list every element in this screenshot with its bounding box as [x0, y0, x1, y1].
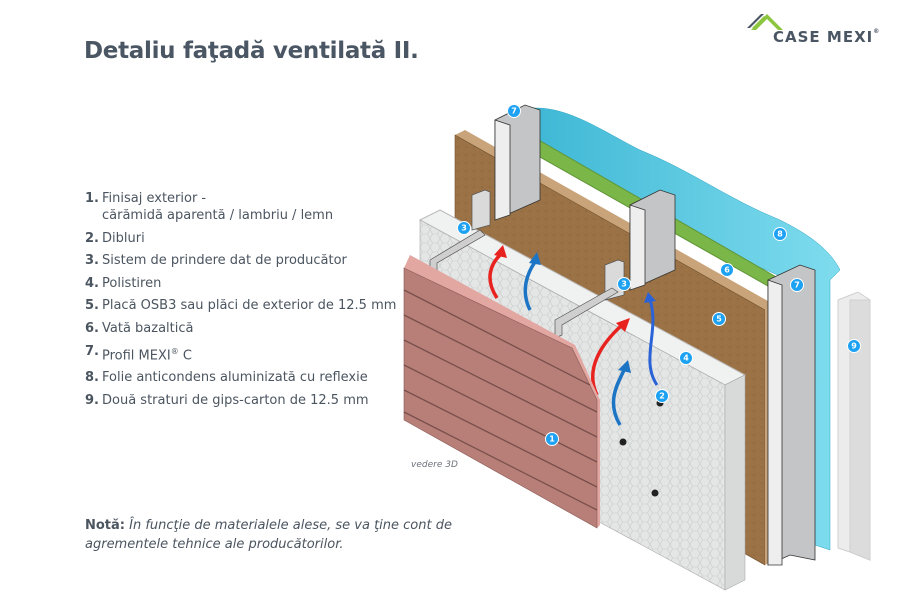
- legend-label: Finisaj exterior - cărămidă aparentă / l…: [102, 191, 334, 223]
- legend-number: 3.: [85, 253, 99, 269]
- legend-label: Profil MEXI® C: [102, 346, 192, 363]
- badge-6: 6: [720, 263, 734, 277]
- badge-3: 3: [457, 221, 471, 235]
- cool-air-arrow: [644, 292, 659, 386]
- badge-7: 7: [790, 278, 804, 292]
- legend-number: 1.: [85, 191, 99, 206]
- cool-air-arrow: [611, 360, 631, 426]
- page-title: Detaliu faţadă ventilată II.: [84, 38, 419, 64]
- svg-text:7: 7: [794, 281, 800, 290]
- svg-text:2: 2: [659, 392, 665, 401]
- legend-label: Două straturi de gips-carton de 12.5 mm: [102, 393, 369, 409]
- note-label: Notă:: [85, 518, 125, 533]
- legend-item: 9.Două straturi de gips-carton de 12.5 m…: [85, 392, 396, 409]
- case-mexi-logo: CASE MEXI®: [745, 8, 895, 50]
- mexi-profile-c: [767, 264, 816, 566]
- note-text: În funcţie de materialele alese, se va ţ…: [85, 518, 452, 552]
- dowel-icon: [619, 438, 627, 446]
- badge-3: 3: [617, 277, 631, 291]
- svg-text:4: 4: [683, 354, 689, 363]
- cool-air-arrow: [523, 252, 541, 311]
- dowel-icon: [651, 489, 659, 497]
- legend-item: 8.Folie anticondens aluminizată cu refle…: [85, 369, 396, 386]
- warm-air-arrow: [488, 245, 507, 299]
- legend-item: 7.Profil MEXI® C: [85, 343, 396, 364]
- view-caption: vedere 3D: [411, 460, 458, 470]
- badge-2: 2: [655, 389, 669, 403]
- legend-label: Sistem de prindere dat de producător: [102, 253, 347, 269]
- exterior-cladding-layer: [403, 255, 600, 529]
- svg-text:5: 5: [716, 315, 722, 324]
- legend-number: 6.: [85, 320, 99, 336]
- badge-9: 9: [847, 339, 861, 353]
- legend-label: Dibluri: [102, 230, 145, 246]
- legend-label: Folie anticondens aluminizată cu reflexi…: [102, 370, 368, 386]
- mexi-profile-c: [629, 189, 676, 291]
- svg-text:3: 3: [461, 224, 467, 233]
- legend-number: 9.: [85, 393, 99, 409]
- svg-text:1: 1: [549, 435, 555, 444]
- legend-label: Polistiren: [102, 275, 162, 291]
- legend-number: 7.: [85, 343, 99, 359]
- legend-item: 3.Sistem de prindere dat de producător: [85, 252, 396, 269]
- house-roof-icon: [747, 14, 783, 30]
- legend-number: 8.: [85, 370, 99, 386]
- legend-number: 4.: [85, 275, 99, 291]
- svg-text:3: 3: [621, 280, 627, 289]
- gypsum-board-layer: [837, 291, 871, 561]
- svg-text:9: 9: [851, 342, 857, 351]
- badge-7: 7: [507, 104, 521, 118]
- svg-text:8: 8: [777, 230, 783, 239]
- legend-item: 4.Polistiren: [85, 275, 396, 292]
- legend-label: Vată bazaltică: [102, 320, 194, 336]
- note: Notă: În funcţie de materialele alese, s…: [85, 516, 465, 554]
- legend-number: 5.: [85, 298, 99, 314]
- svg-text:7: 7: [511, 107, 517, 116]
- badge-4: 4: [679, 351, 693, 365]
- badge-5: 5: [712, 312, 726, 326]
- legend-item: 2.Dibluri: [85, 230, 396, 247]
- legend-item: 1.Finisaj exterior - cărămidă aparentă /…: [85, 190, 396, 224]
- badge-1: 1: [545, 432, 559, 446]
- svg-text:6: 6: [724, 266, 730, 275]
- badge-8: 8: [773, 227, 787, 241]
- legend-label: Placă OSB3 sau plăci de exterior de 12.5…: [102, 298, 397, 314]
- legend-item: 6.Vată bazaltică: [85, 320, 396, 337]
- mexi-profile-c: [494, 104, 541, 221]
- logo-brand-text: CASE MEXI®: [773, 28, 881, 46]
- legend-number: 2.: [85, 230, 99, 246]
- legend-item: 5.Placă OSB3 sau plăci de exterior de 12…: [85, 297, 396, 314]
- legend-list: 1.Finisaj exterior - cărămidă aparentă /…: [85, 190, 396, 415]
